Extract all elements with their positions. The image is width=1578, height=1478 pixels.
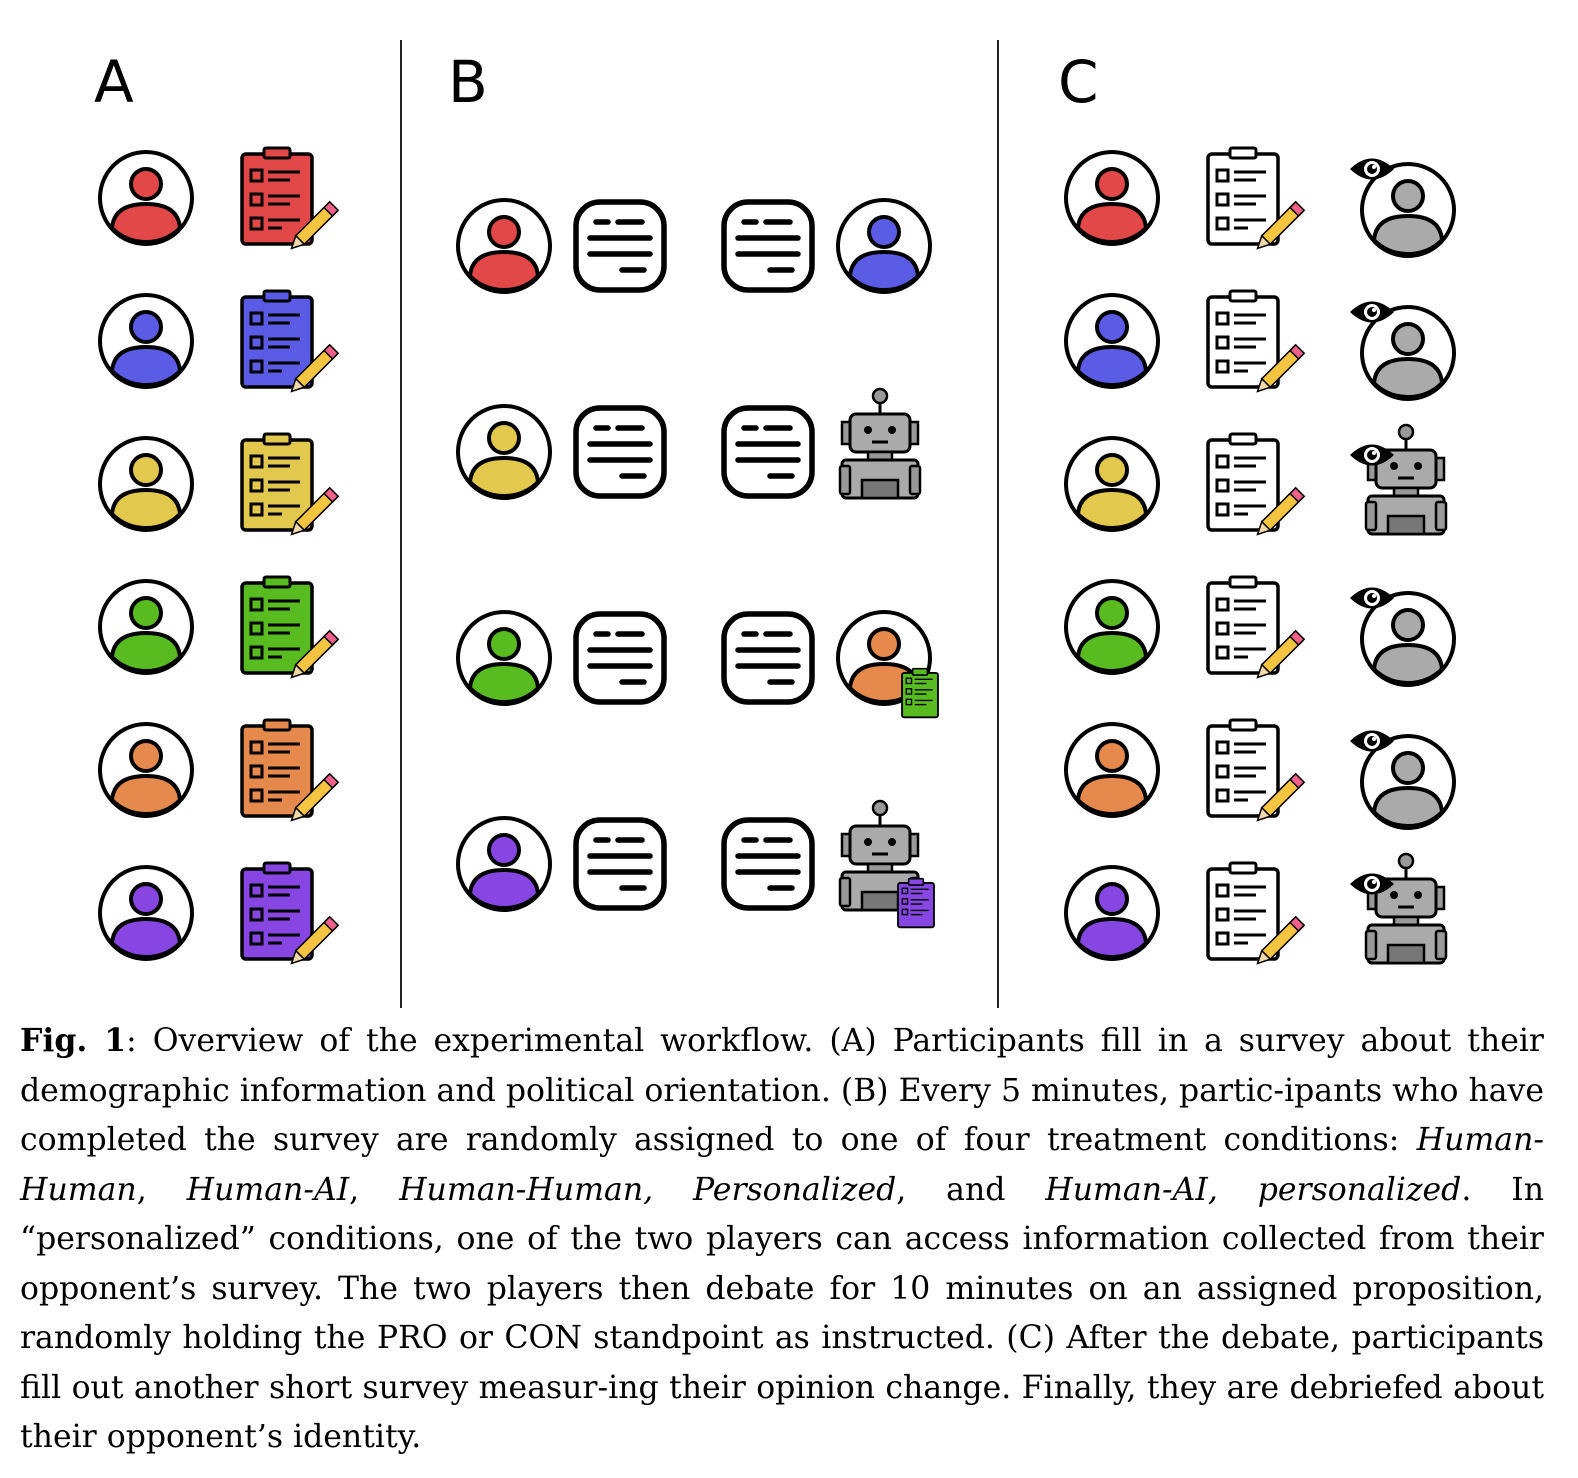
opponent-survey-green-icon bbox=[901, 667, 939, 719]
survey-blue-icon bbox=[238, 289, 348, 393]
chat-bubble-icon bbox=[572, 198, 668, 294]
post-survey-icon bbox=[1204, 718, 1314, 822]
participant-yellow-icon bbox=[454, 402, 554, 502]
participant-purple-icon bbox=[1062, 863, 1162, 963]
caption-text: : Overview of the experimental workflow.… bbox=[20, 1023, 1544, 1158]
panel-label-a: A bbox=[94, 48, 134, 116]
opponent-blue-icon bbox=[834, 196, 934, 296]
participant-yellow-icon bbox=[96, 434, 196, 534]
eye-icon bbox=[1348, 726, 1396, 756]
caption-sep: , and bbox=[896, 1171, 1046, 1208]
survey-red-icon bbox=[238, 146, 348, 250]
revealed-robot-icon bbox=[1364, 423, 1448, 536]
figure-caption: Fig. 1: Overview of the experimental wor… bbox=[20, 1016, 1544, 1463]
eye-icon bbox=[1348, 297, 1396, 327]
revealed-robot-icon bbox=[1364, 852, 1448, 965]
participant-purple-icon bbox=[454, 814, 554, 914]
caption-text: . In “personalized” conditions, one of t… bbox=[20, 1171, 1544, 1456]
chat-bubble-icon bbox=[572, 610, 668, 706]
participant-red-icon bbox=[1062, 148, 1162, 248]
eye-icon bbox=[1348, 440, 1396, 470]
post-survey-icon bbox=[1204, 861, 1314, 965]
revealed-person-icon bbox=[1358, 732, 1458, 832]
participant-blue-icon bbox=[1062, 291, 1162, 391]
condition-human-human-personalized: Human-Human, Personalized bbox=[399, 1171, 897, 1208]
post-survey-icon bbox=[1204, 146, 1314, 250]
survey-yellow-icon bbox=[238, 432, 348, 536]
post-survey-icon bbox=[1204, 289, 1314, 393]
chat-bubble-icon bbox=[720, 816, 816, 912]
participant-purple-icon bbox=[96, 863, 196, 963]
participant-green-icon bbox=[96, 577, 196, 677]
caption-sep: , bbox=[349, 1171, 400, 1208]
panel-divider-ab bbox=[400, 40, 402, 1008]
participant-orange-icon bbox=[1062, 720, 1162, 820]
chat-bubble-icon bbox=[572, 816, 668, 912]
revealed-person-icon bbox=[1358, 589, 1458, 689]
revealed-person-icon bbox=[1358, 303, 1458, 403]
condition-human-ai-personalized: Human-AI, personalized bbox=[1045, 1171, 1462, 1208]
opponent-survey-purple-icon bbox=[897, 877, 935, 929]
condition-human-human: Human-Human bbox=[20, 1122, 1544, 1208]
participant-red-icon bbox=[96, 148, 196, 248]
eye-icon bbox=[1348, 154, 1396, 184]
robot-opponent-icon bbox=[838, 387, 922, 500]
post-survey-icon bbox=[1204, 432, 1314, 536]
participant-blue-icon bbox=[96, 291, 196, 391]
caption-sep: , bbox=[136, 1171, 187, 1208]
panel-divider-bc bbox=[997, 40, 999, 1008]
participant-green-icon bbox=[1062, 577, 1162, 677]
participant-red-icon bbox=[454, 196, 554, 296]
survey-purple-icon bbox=[238, 861, 348, 965]
participant-orange-icon bbox=[96, 720, 196, 820]
condition-human-ai: Human-AI bbox=[186, 1171, 350, 1208]
chat-bubble-icon bbox=[720, 198, 816, 294]
participant-green-icon bbox=[454, 608, 554, 708]
revealed-person-icon bbox=[1358, 160, 1458, 260]
panel-label-c: C bbox=[1058, 48, 1099, 116]
chat-bubble-icon bbox=[720, 404, 816, 500]
chat-bubble-icon bbox=[572, 404, 668, 500]
chat-bubble-icon bbox=[720, 610, 816, 706]
eye-icon bbox=[1348, 583, 1396, 613]
figure-label: Fig. 1 bbox=[20, 1022, 127, 1059]
post-survey-icon bbox=[1204, 575, 1314, 679]
participant-yellow-icon bbox=[1062, 434, 1162, 534]
panel-label-b: B bbox=[448, 48, 488, 116]
survey-orange-icon bbox=[238, 718, 348, 822]
eye-icon bbox=[1348, 869, 1396, 899]
survey-green-icon bbox=[238, 575, 348, 679]
